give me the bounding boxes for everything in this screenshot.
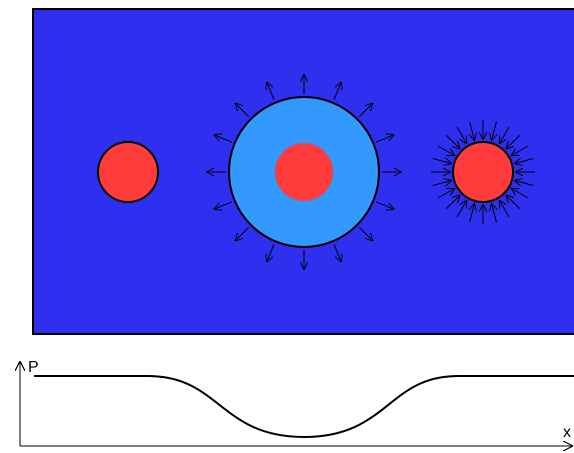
pressure-curve: [34, 376, 574, 437]
right-particle: [453, 142, 513, 202]
center-particle: [275, 143, 333, 201]
y-axis-label: P: [28, 359, 39, 376]
left-particle: [98, 142, 158, 202]
x-axis-label: x: [563, 424, 571, 441]
pressure-graph: P x: [20, 359, 574, 446]
